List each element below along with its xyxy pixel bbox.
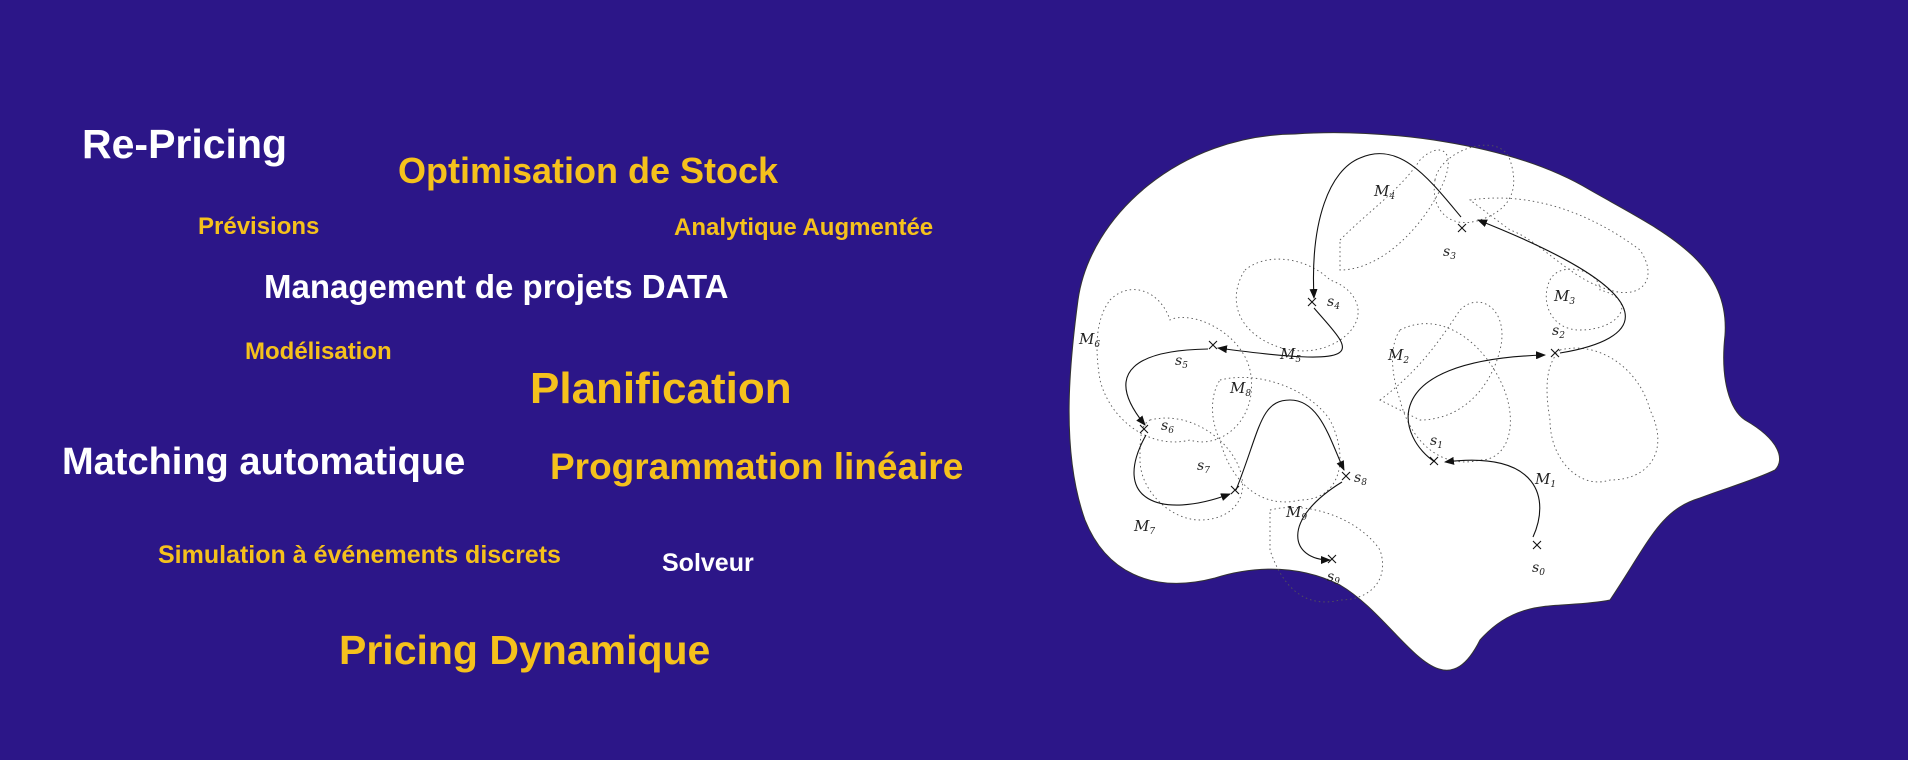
label-s9: s9 <box>1327 569 1340 587</box>
state-transition-diagram: s0 s1 s2 s3 s4 s5 s6 s7 s8 s9 M1 M2 M3 M… <box>1068 132 1780 671</box>
arrow-m3 <box>1477 219 1626 354</box>
label-s7: s7 <box>1197 458 1210 476</box>
arrow-m9 <box>1297 481 1343 564</box>
state-s4-cross <box>1307 297 1317 307</box>
keyword-modelisation: Modélisation <box>245 338 392 365</box>
keyword-repricing: Re-Pricing <box>82 121 288 167</box>
label-m7: M7 <box>1133 517 1155 537</box>
label-m2: M2 <box>1387 346 1409 366</box>
arrow-m8 <box>1235 399 1345 491</box>
state-s3-cross <box>1457 223 1467 233</box>
label-s0: s0 <box>1532 560 1545 578</box>
keyword-analytique-augmentee: Analytique Augmentée <box>674 214 934 241</box>
keyword-matching-automatique: Matching automatique <box>62 441 466 483</box>
label-s8: s8 <box>1354 470 1367 488</box>
label-m4: M4 <box>1373 182 1395 202</box>
label-m5: M5 <box>1279 345 1301 365</box>
state-s5-cross <box>1208 340 1218 350</box>
label-s6: s6 <box>1161 418 1174 436</box>
arrow-m6 <box>1125 348 1209 426</box>
keyword-solveur: Solveur <box>662 549 754 577</box>
label-s5: s5 <box>1175 353 1188 371</box>
label-m3: M3 <box>1553 287 1575 307</box>
keyword-optimisation-stock: Optimisation de Stock <box>398 150 779 191</box>
keyword-previsions: Prévisions <box>198 213 320 240</box>
state-s8-cross <box>1341 471 1351 481</box>
state-s7-cross <box>1230 485 1240 495</box>
brain-blob-shape <box>1068 132 1780 671</box>
label-m6: M6 <box>1078 330 1100 350</box>
state-s9-cross <box>1327 554 1337 564</box>
label-s4: s4 <box>1327 294 1340 312</box>
label-s1: s1 <box>1430 433 1443 451</box>
arrow-m1 <box>1444 456 1541 538</box>
state-s6-cross <box>1139 424 1149 434</box>
arrow-m7 <box>1133 434 1231 506</box>
label-s2: s2 <box>1552 323 1565 341</box>
arrow-m4 <box>1309 153 1462 299</box>
keyword-programmation-lineaire: Programmation linéaire <box>550 446 964 487</box>
state-s1-cross <box>1429 456 1439 466</box>
state-markers <box>1139 223 1560 564</box>
keyword-management-projets-data: Management de projets DATA <box>264 268 729 305</box>
label-m9: M9 <box>1285 503 1307 523</box>
keyword-planification: Planification <box>530 364 792 413</box>
label-s3: s3 <box>1443 244 1456 262</box>
region-outlines <box>1096 144 1659 603</box>
state-s0-cross <box>1532 540 1542 550</box>
keyword-pricing-dynamique: Pricing Dynamique <box>339 627 711 673</box>
arrow-m2 <box>1407 351 1546 463</box>
transition-arrows <box>1125 153 1626 564</box>
label-m1: M1 <box>1534 470 1556 490</box>
arrow-m5 <box>1217 307 1343 358</box>
keyword-simulation: Simulation à événements discrets <box>158 541 561 569</box>
state-s2-cross <box>1550 348 1560 358</box>
label-m8: M8 <box>1229 379 1251 399</box>
